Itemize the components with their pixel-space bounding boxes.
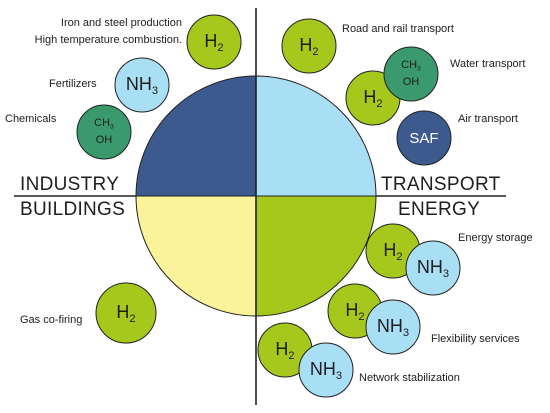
sector-industry: INDUSTRY <box>20 174 120 195</box>
label-iron-steel: Iron and steel production <box>60 17 182 29</box>
label-water: Water transport <box>450 58 526 70</box>
h2-bubble-iron-steel <box>186 14 242 70</box>
label-high-temperature: High temperature combustion. <box>34 34 182 46</box>
h2-bubble-gas-cofiring <box>95 282 157 344</box>
nh3-bubble-network <box>298 342 354 398</box>
industry-quadrant <box>135 75 257 197</box>
label-air: Air transport <box>458 113 518 125</box>
ch3oh-bubble-chemicals <box>76 104 132 160</box>
sector-buildings: BUILDINGS <box>20 199 126 220</box>
sector-circle <box>135 75 377 317</box>
label-chemicals: Chemicals <box>5 113 57 125</box>
label-flexibility: Flexibility services <box>431 333 520 345</box>
nh3-bubble-fertilizers <box>114 57 170 113</box>
buildings-quadrant <box>135 195 257 317</box>
nh3-bubble-energy-storage <box>405 240 461 296</box>
h2-bubble-road-rail <box>281 18 337 74</box>
sector-energy: ENERGY <box>398 199 481 220</box>
energy-quadrant <box>255 195 377 317</box>
label-fertilizers: Fertilizers <box>49 78 97 90</box>
ch3oh-bubble-water <box>383 46 439 102</box>
label-energy-storage: Energy storage <box>458 232 533 244</box>
label-network: Network stabilization <box>359 372 460 384</box>
saf-bubble-air <box>396 110 452 166</box>
label-road-rail: Road and rail transport <box>342 23 454 35</box>
sector-transport: TRANSPORT <box>381 174 501 195</box>
transport-quadrant <box>255 75 377 197</box>
nh3-bubble-flexibility <box>365 299 421 355</box>
label-gas-cofiring: Gas co-firing <box>20 314 83 326</box>
